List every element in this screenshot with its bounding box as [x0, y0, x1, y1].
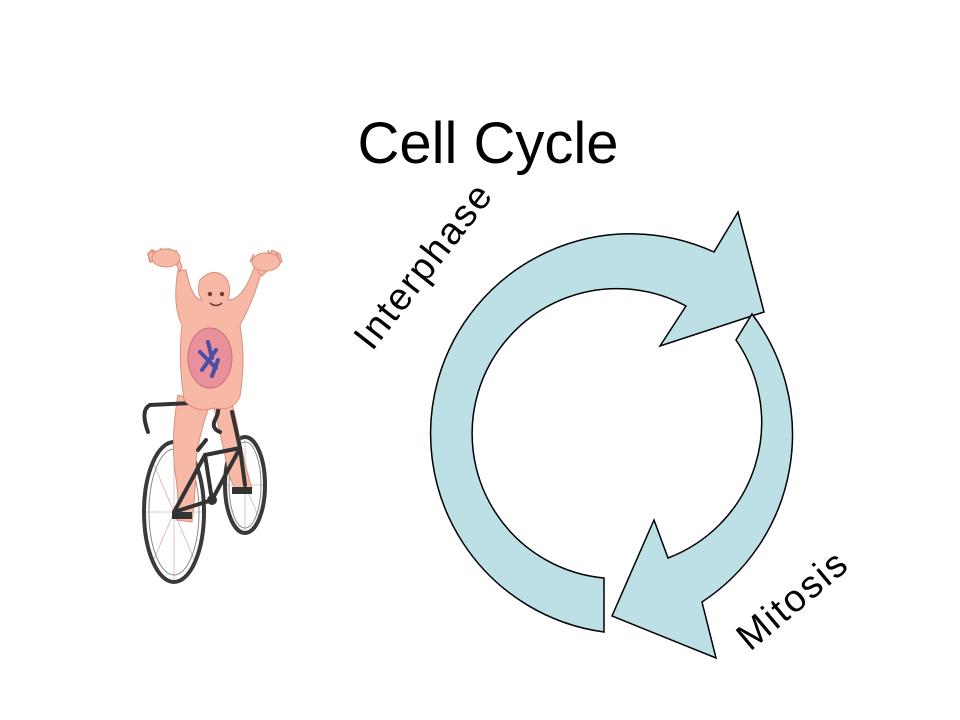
cell-legs [172, 394, 211, 523]
chromosomes-icon [198, 340, 220, 378]
front-wheel [223, 435, 267, 535]
slide-title: Cell Cycle [357, 111, 619, 176]
mitosis-arrow [611, 312, 794, 660]
bicycle-frame [142, 399, 247, 514]
cell-on-bicycle-icon [142, 247, 283, 584]
interphase-arrow [429, 210, 765, 633]
